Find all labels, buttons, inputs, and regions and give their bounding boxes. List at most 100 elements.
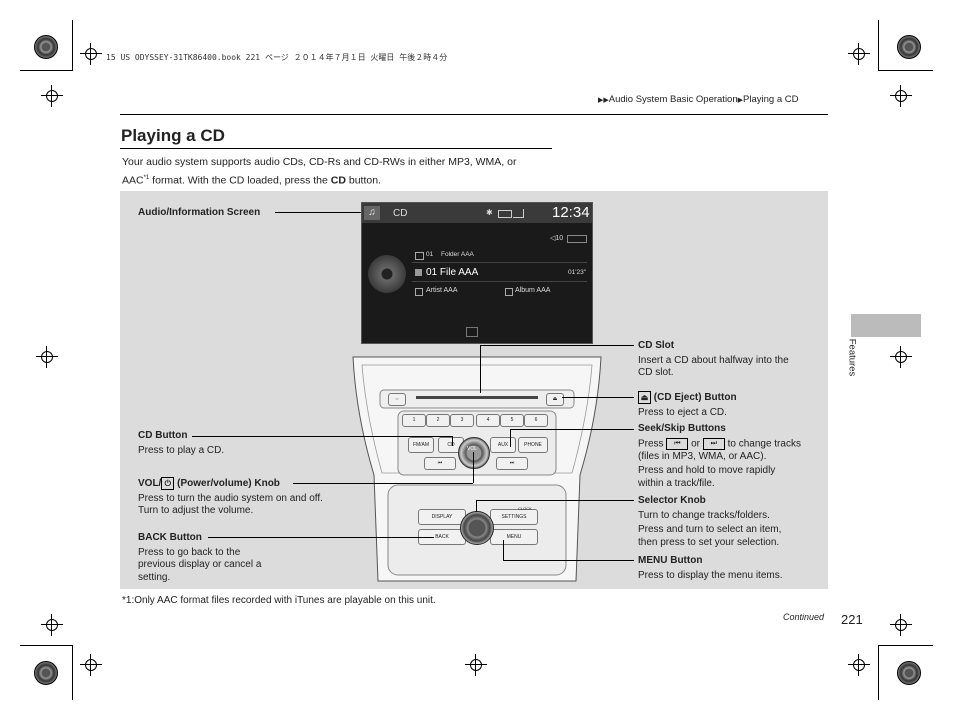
registration-mark-icon — [41, 85, 63, 107]
crop-line — [72, 20, 73, 70]
color-disc-icon — [34, 35, 58, 59]
leader-line — [510, 429, 634, 430]
menu-desc: Press to display the menu items. — [638, 569, 783, 581]
callout-eject: ⏏ (CD Eject) Button Press to eject a CD. — [638, 391, 737, 419]
leader-line — [275, 212, 361, 213]
preset-button-5[interactable]: 5 — [500, 414, 524, 427]
crop-line — [878, 645, 879, 700]
header-rule — [120, 114, 828, 115]
footnote: *1:Only AAC format files recorded with i… — [122, 595, 436, 606]
eject-title-text: (CD Eject) Button — [651, 392, 737, 404]
leader-line — [208, 537, 434, 538]
screen-source-label: CD — [393, 208, 408, 219]
color-disc-icon — [897, 661, 921, 685]
display-button[interactable]: DISPLAY — [418, 509, 466, 525]
cd-slot-desc-2: CD slot. — [638, 367, 674, 378]
back-button-desc-1: Press to go back to the — [138, 546, 241, 558]
phone-button[interactable]: PHONE — [518, 437, 548, 453]
aux-button[interactable]: AUX — [490, 437, 516, 453]
screen-folder-name: Folder AAA — [441, 251, 474, 258]
preset-button-3[interactable]: 3 — [450, 414, 474, 427]
seek-desc-3: Press and hold to move rapidly — [638, 465, 776, 477]
preset-button-6[interactable]: 6 — [524, 414, 548, 427]
fm-am-button[interactable]: FM/AM — [408, 437, 434, 453]
callout-cd-button: CD Button Press to play a CD. — [138, 430, 224, 457]
sync-button[interactable]: ⇔ — [388, 393, 406, 406]
intro-line-1: Your audio system supports audio CDs, CD… — [122, 156, 517, 168]
callout-back-button: BACK Button Press to go back to the prev… — [138, 532, 261, 584]
artist-icon — [415, 288, 423, 296]
preset-button-1[interactable]: 1 — [402, 414, 426, 427]
media-icon — [466, 327, 478, 337]
bluetooth-icon: ✱ — [486, 208, 493, 217]
screen-album: Album AAA — [515, 287, 551, 294]
seek-desc-post: to change tracks — [724, 438, 801, 450]
eject-title: ⏏ (CD Eject) Button — [638, 391, 737, 405]
seek-forward-button[interactable]: ⏭ — [496, 457, 528, 470]
leader-line — [476, 500, 634, 501]
preset-button-4[interactable]: 4 — [476, 414, 500, 427]
screen-divider — [412, 281, 587, 282]
intro-cd-bold: CD — [330, 174, 346, 187]
callout-vol-knob: VOL/⏻ (Power/volume) Knob Press to turn … — [138, 477, 323, 518]
crop-line — [878, 70, 933, 71]
seek-back-button[interactable]: ⏮ — [424, 457, 456, 470]
preset-button-2[interactable]: 2 — [426, 414, 450, 427]
cd-button-desc: Press to play a CD. — [138, 444, 225, 456]
side-tab — [851, 314, 921, 337]
selector-desc-3: then press to set your selection. — [638, 536, 780, 548]
callout-menu-button: MENU Button Press to display the menu it… — [638, 555, 783, 582]
callout-cd-slot: CD Slot Insert a CD about halfway into t… — [638, 340, 789, 380]
page-number: 221 — [841, 612, 863, 627]
callout-seek-skip: Seek/Skip Buttons Press ⏮ or ⏭ to change… — [638, 423, 801, 490]
selector-knob[interactable] — [460, 511, 494, 545]
screen-volume: ◁10 — [550, 235, 564, 242]
screen-top-bar — [362, 203, 592, 223]
audio-screen: ♫ CD ✱ 12:34 ◁10 01 Folder AAA 01 File A… — [361, 202, 593, 344]
vol-knob-title-post: (Power/volume) Knob — [174, 478, 280, 490]
leader-line — [510, 429, 511, 447]
cd-slot-desc-1: Insert a CD about halfway into the — [638, 354, 789, 366]
track-icon — [415, 269, 422, 276]
eject-button[interactable]: ⏏ — [546, 393, 564, 406]
console-outline — [352, 356, 602, 582]
vol-knob-desc-2: Turn to adjust the volume. — [138, 505, 254, 517]
settings-button[interactable]: SETTINGS — [490, 509, 538, 525]
leader-line — [192, 436, 452, 437]
vol-power-knob[interactable] — [458, 437, 490, 469]
folder-icon — [415, 252, 424, 260]
registration-mark-icon — [848, 654, 870, 676]
registration-mark-icon — [80, 43, 102, 65]
intro-footnote-ref: *1 — [143, 175, 150, 181]
seek-desc-2: (files in MP3, WMA, or AAC). — [638, 450, 767, 462]
eject-desc: Press to eject a CD. — [638, 406, 727, 418]
registration-mark-icon — [465, 654, 487, 676]
side-tab-label: Features — [846, 338, 858, 377]
breadcrumb-section: Audio System Basic Operation — [608, 94, 738, 105]
breadcrumb-separator: ▶ — [737, 97, 744, 104]
volume-bar — [567, 235, 587, 243]
intro-aac: AAC — [122, 174, 144, 187]
registration-mark-icon — [890, 85, 912, 107]
skip-back-icon: ⏮ — [666, 437, 689, 450]
audio-console: ⇔ ⏏ 1 2 3 4 5 6 FM/AM CD AUX PHONE ⏮ ⏭ V… — [350, 355, 604, 583]
breadcrumb-page: Playing a CD — [743, 94, 799, 105]
callout-screen-label: Audio/Information Screen — [138, 207, 261, 218]
seek-desc-4: within a track/file. — [638, 477, 715, 489]
color-disc-icon — [34, 661, 58, 685]
title-rule — [120, 148, 552, 149]
menu-button[interactable]: MENU — [490, 529, 538, 545]
vol-knob-title-pre: VOL/ — [138, 478, 162, 490]
vol-knob-title: VOL/⏻ (Power/volume) Knob — [138, 477, 323, 491]
print-header: 15 US ODYSSEY-31TK86400.book 221 ページ ２０１… — [106, 53, 448, 62]
music-note-icon: ♫ — [364, 206, 380, 220]
registration-mark-icon — [890, 346, 912, 368]
leader-line — [503, 540, 504, 560]
battery-icon — [498, 210, 512, 218]
seek-desc-pre: Press — [638, 438, 667, 450]
back-button-desc-3: setting. — [138, 571, 171, 583]
leader-line — [476, 500, 477, 512]
leader-line — [293, 483, 473, 484]
registration-mark-icon — [848, 43, 870, 65]
selector-desc-2: Press and turn to select an item, — [638, 524, 782, 535]
